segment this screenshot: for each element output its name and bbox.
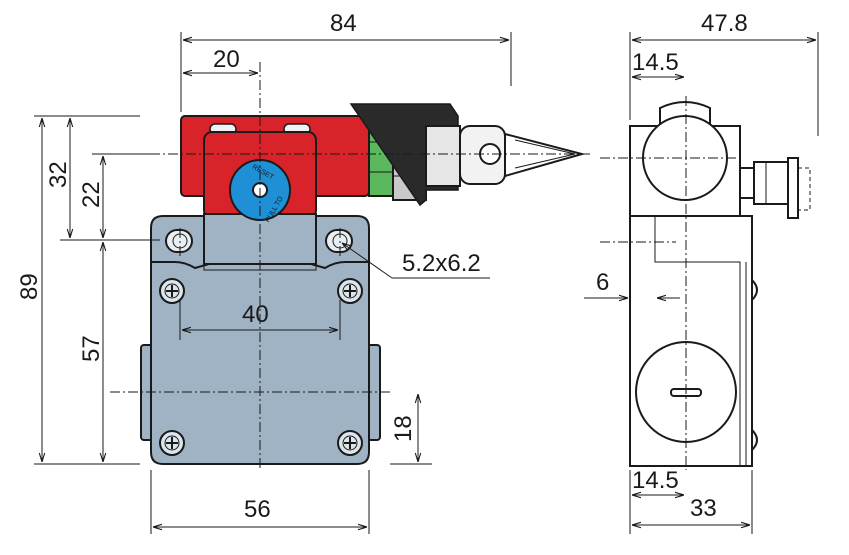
dim-overall-width: 84	[330, 10, 357, 37]
dim-side-width: 33	[690, 495, 717, 522]
dim-hole-spacing: 40	[242, 301, 269, 328]
screw-icon	[337, 278, 363, 304]
dim-top-height: 32	[45, 161, 72, 188]
screw-icon	[337, 430, 363, 456]
dim-offset-axis: 20	[213, 46, 240, 73]
screw-icon	[159, 278, 185, 304]
dim-side-step: 6	[596, 269, 609, 296]
dim-body-height: 57	[78, 335, 105, 362]
dim-side-depth: 47.8	[701, 10, 748, 37]
front-dimensions: 84 20 89 32 22 57 5.2x6.2	[16, 10, 512, 534]
dim-head-height: 22	[78, 181, 105, 208]
screw-icon	[159, 430, 185, 456]
dim-side-top-offset: 14.5	[632, 49, 679, 76]
mount-slots	[165, 229, 353, 253]
dim-base-width: 56	[244, 496, 271, 523]
side-dimensions: 47.8 14.5 6 14.5 33	[584, 10, 819, 534]
dim-mount-slot: 5.2x6.2	[402, 250, 481, 277]
dim-hole-from-bottom: 18	[390, 415, 417, 442]
front-centerlines	[110, 62, 590, 470]
dim-side-bottom-offset: 14.5	[632, 467, 679, 494]
side-view: 47.8 14.5 6 14.5 33	[584, 10, 819, 534]
front-view: RESET PULL TO	[16, 10, 590, 534]
cover-screws	[159, 278, 363, 456]
dim-total-height: 89	[16, 273, 43, 300]
